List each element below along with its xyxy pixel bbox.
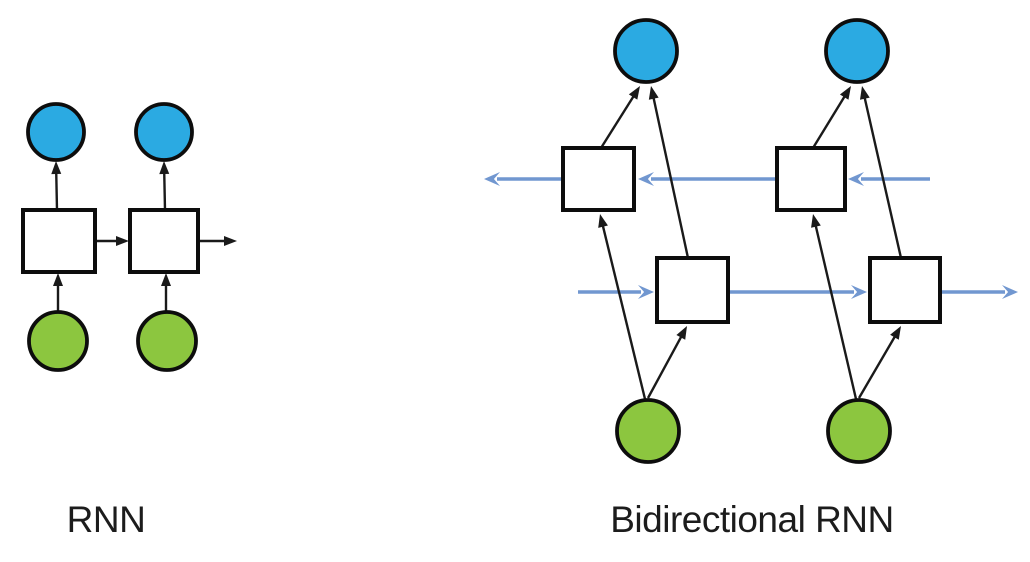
rnn-diagram — [21, 102, 237, 372]
connection-arrow-shaft — [163, 170, 167, 211]
flow-arrow-head — [638, 285, 654, 299]
connection-arrow-head — [224, 236, 237, 246]
connection-arrow-shaft — [651, 95, 690, 259]
connection-arrow-head — [648, 86, 659, 100]
rnn-caption: RNN — [66, 499, 146, 540]
flow-arrow-head — [484, 172, 500, 186]
connection-arrow-head — [51, 161, 62, 175]
connection-arrow-shaft — [811, 93, 847, 149]
output-node — [824, 18, 890, 84]
hidden-node — [21, 208, 97, 274]
hidden-forward-node — [868, 256, 942, 324]
connection-arrow-head — [628, 86, 640, 100]
flow-arrow-head — [851, 285, 867, 299]
connection-arrow-head — [890, 326, 901, 340]
connection-arrow-head — [859, 86, 870, 100]
connection-arrow-shaft — [863, 95, 903, 259]
hidden-backward-node — [561, 146, 636, 212]
input-node — [615, 398, 681, 464]
connection-arrow-head — [811, 214, 821, 228]
connection-arrow-head — [839, 86, 851, 100]
connection-arrow-shaft — [55, 170, 59, 211]
input-node — [27, 310, 89, 372]
flow-arrow-head — [848, 172, 864, 186]
bidirectional-rnn-caption: Bidirectional RNN — [610, 499, 894, 540]
connection-arrow-head — [116, 236, 129, 246]
hidden-node — [128, 208, 200, 274]
hidden-backward-node — [775, 146, 847, 212]
input-node — [136, 310, 198, 372]
connection-arrow-shaft — [601, 223, 647, 400]
connection-arrow-shaft — [646, 334, 684, 399]
output-node — [613, 18, 679, 84]
flow-arrow-head — [638, 172, 654, 186]
flow-arrow-head — [1002, 285, 1018, 299]
connection-arrow-head — [161, 273, 171, 286]
connection-arrow-shaft — [814, 223, 858, 400]
output-node — [134, 102, 194, 162]
connection-arrow-shaft — [857, 334, 897, 399]
hidden-forward-node — [655, 256, 730, 324]
connection-arrow-head — [598, 214, 608, 228]
connection-arrow-shaft — [599, 93, 636, 149]
output-node — [26, 102, 86, 162]
input-node — [826, 398, 892, 464]
connection-arrow-head — [676, 326, 687, 340]
connection-arrow-head — [53, 273, 63, 286]
connection-arrow-head — [159, 161, 170, 175]
bidirectional-rnn-diagram — [484, 18, 1018, 464]
